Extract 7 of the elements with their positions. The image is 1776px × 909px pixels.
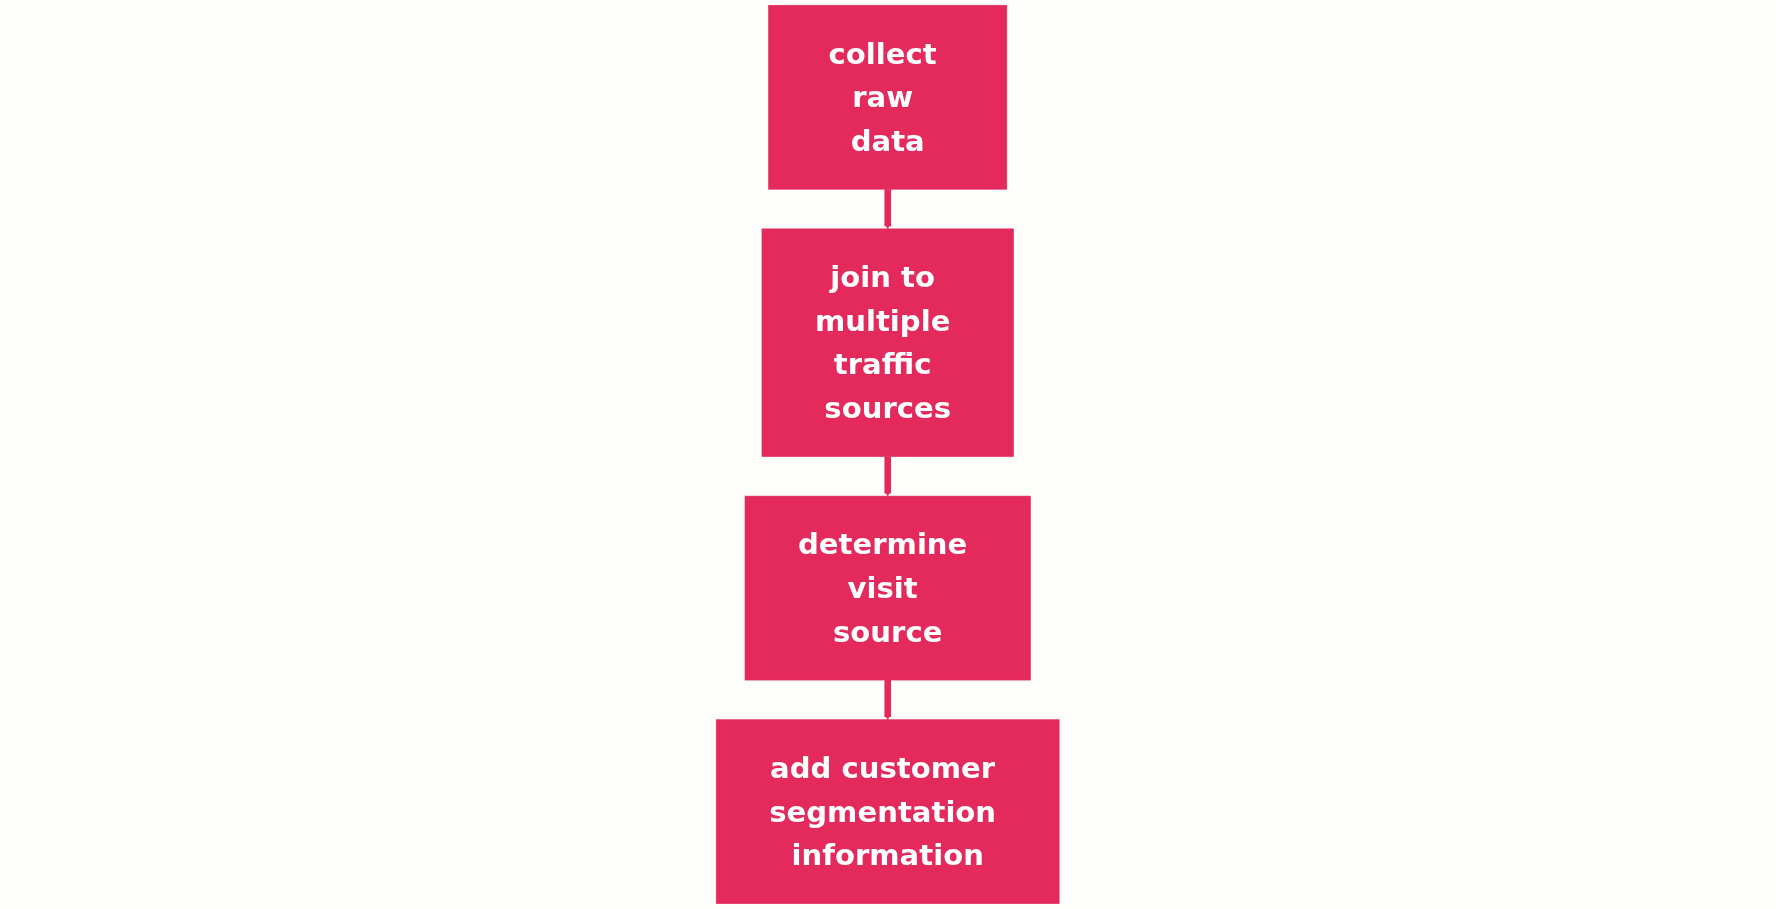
arrow bbox=[884, 456, 892, 497]
arrow bbox=[884, 189, 892, 230]
node-box: collect raw data bbox=[768, 5, 1008, 190]
node-box: determine visit source bbox=[745, 495, 1031, 681]
node-box: add customer segmentation information bbox=[716, 719, 1060, 904]
arrow bbox=[884, 680, 892, 721]
node-box: join to multiple traffic sources bbox=[761, 228, 1015, 457]
